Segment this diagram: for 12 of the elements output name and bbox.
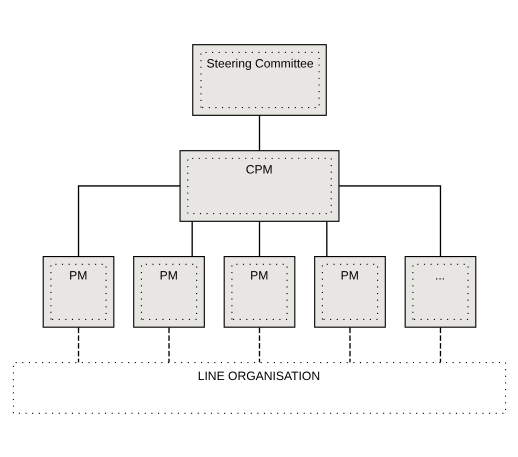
- node-box: LINE ORGANISATION: [12, 361, 506, 414]
- connector: [338, 184, 441, 256]
- connector: [77, 327, 79, 362]
- connector: [258, 221, 260, 256]
- connector: [326, 221, 327, 256]
- connector: [258, 115, 260, 150]
- connector: [191, 221, 192, 256]
- connector: [258, 327, 260, 362]
- connector: [439, 327, 441, 362]
- connector: [168, 327, 170, 362]
- connector: [348, 327, 350, 362]
- connector: [77, 184, 180, 256]
